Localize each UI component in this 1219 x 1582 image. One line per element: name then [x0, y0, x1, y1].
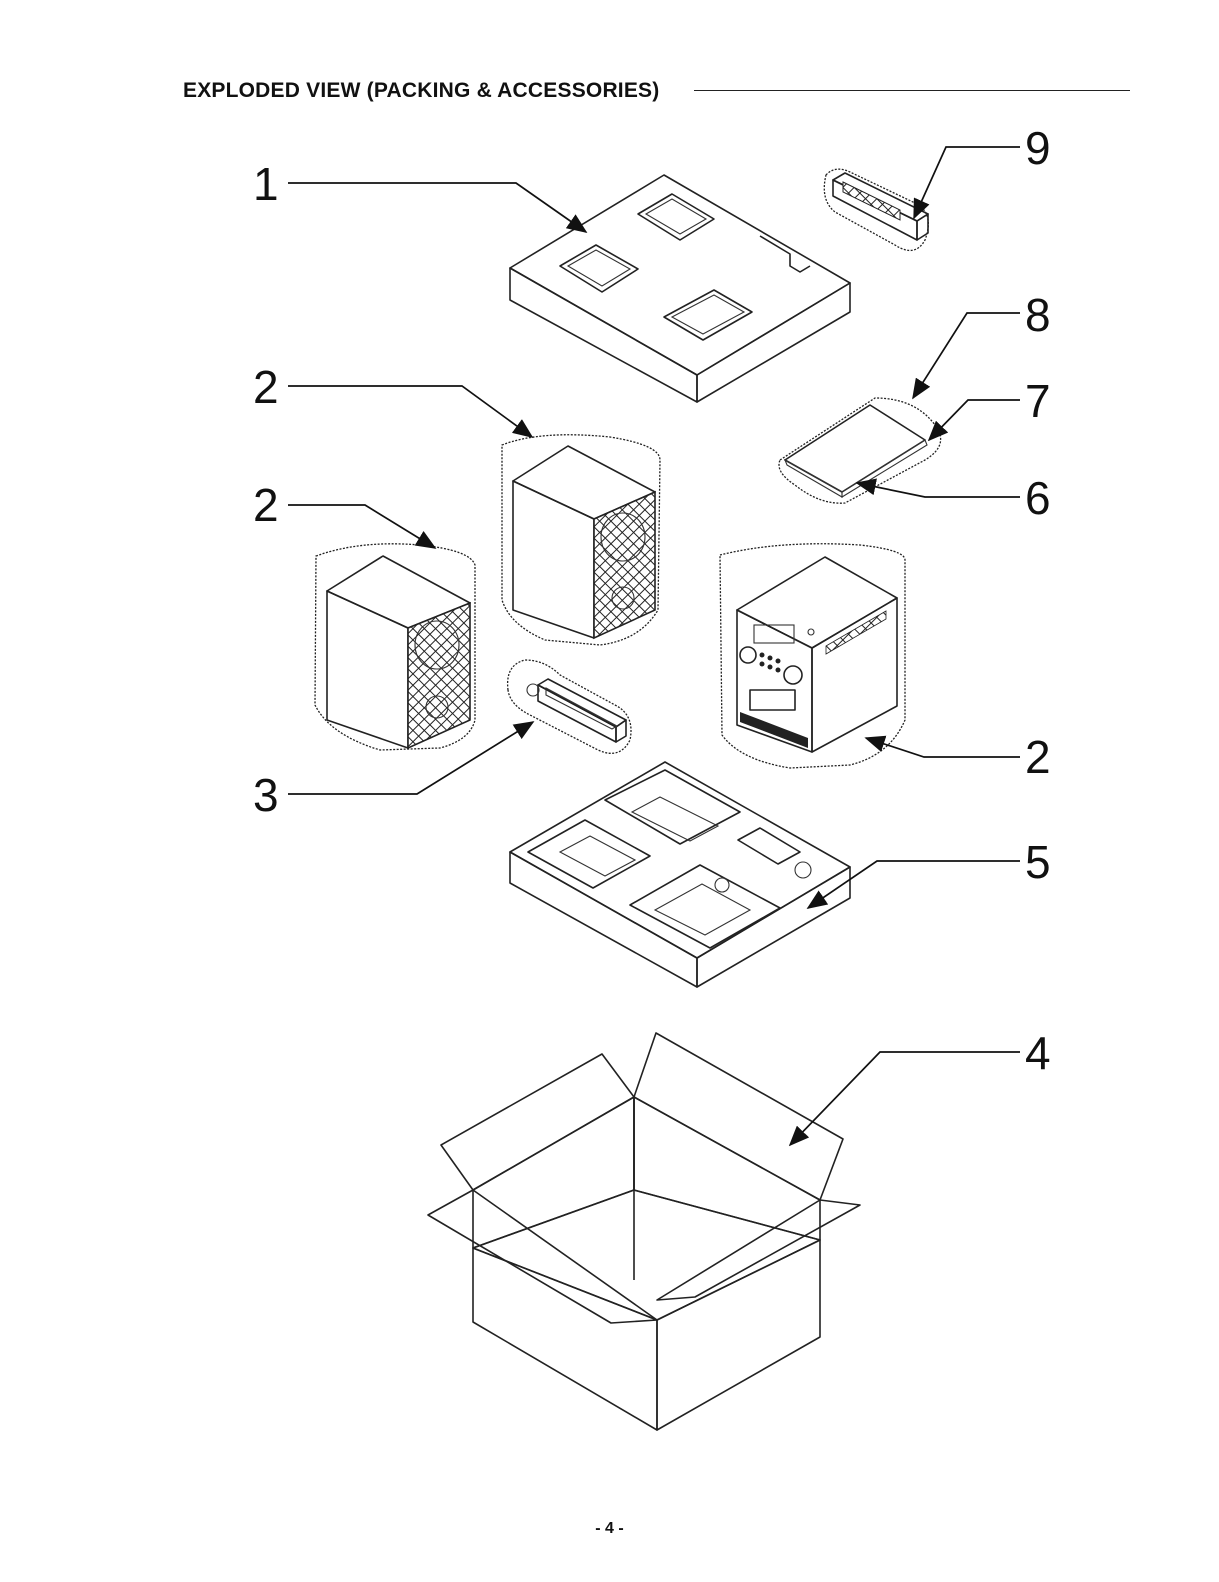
leader-1 — [288, 183, 586, 232]
leader-9 — [914, 147, 1020, 218]
callout-8: 8 — [1025, 289, 1051, 341]
callout-2-left-speaker: 2 — [253, 479, 279, 531]
instruction-manual — [779, 398, 941, 503]
leader-2c — [866, 738, 1020, 757]
callout-1: 1 — [253, 158, 279, 210]
callout-2-center-speaker: 2 — [253, 361, 279, 413]
callout-6: 6 — [1025, 472, 1051, 524]
leader-5 — [808, 861, 1020, 908]
leader-lines — [288, 147, 1020, 1145]
page-number: - 4 - — [0, 1520, 1219, 1538]
callout-9: 9 — [1025, 122, 1051, 174]
main-unit — [720, 544, 905, 768]
callout-4: 4 — [1025, 1027, 1051, 1079]
am-loop-antenna — [508, 660, 631, 753]
bottom-foam-cushion — [510, 762, 850, 987]
callout-7: 7 — [1025, 375, 1051, 427]
callout-5: 5 — [1025, 836, 1051, 888]
leader-7 — [929, 400, 1020, 440]
remote-control — [824, 169, 928, 250]
leader-6 — [857, 483, 1020, 497]
leader-4 — [790, 1052, 1020, 1145]
leader-8 — [913, 313, 1020, 398]
top-foam-cushion — [510, 175, 850, 402]
leader-2b — [288, 505, 435, 548]
center-speaker — [502, 435, 660, 645]
carton-box — [428, 1033, 860, 1430]
callout-3: 3 — [253, 769, 279, 821]
callout-2-main-unit: 2 — [1025, 731, 1051, 783]
left-speaker — [315, 544, 475, 750]
leader-2a — [288, 386, 532, 437]
